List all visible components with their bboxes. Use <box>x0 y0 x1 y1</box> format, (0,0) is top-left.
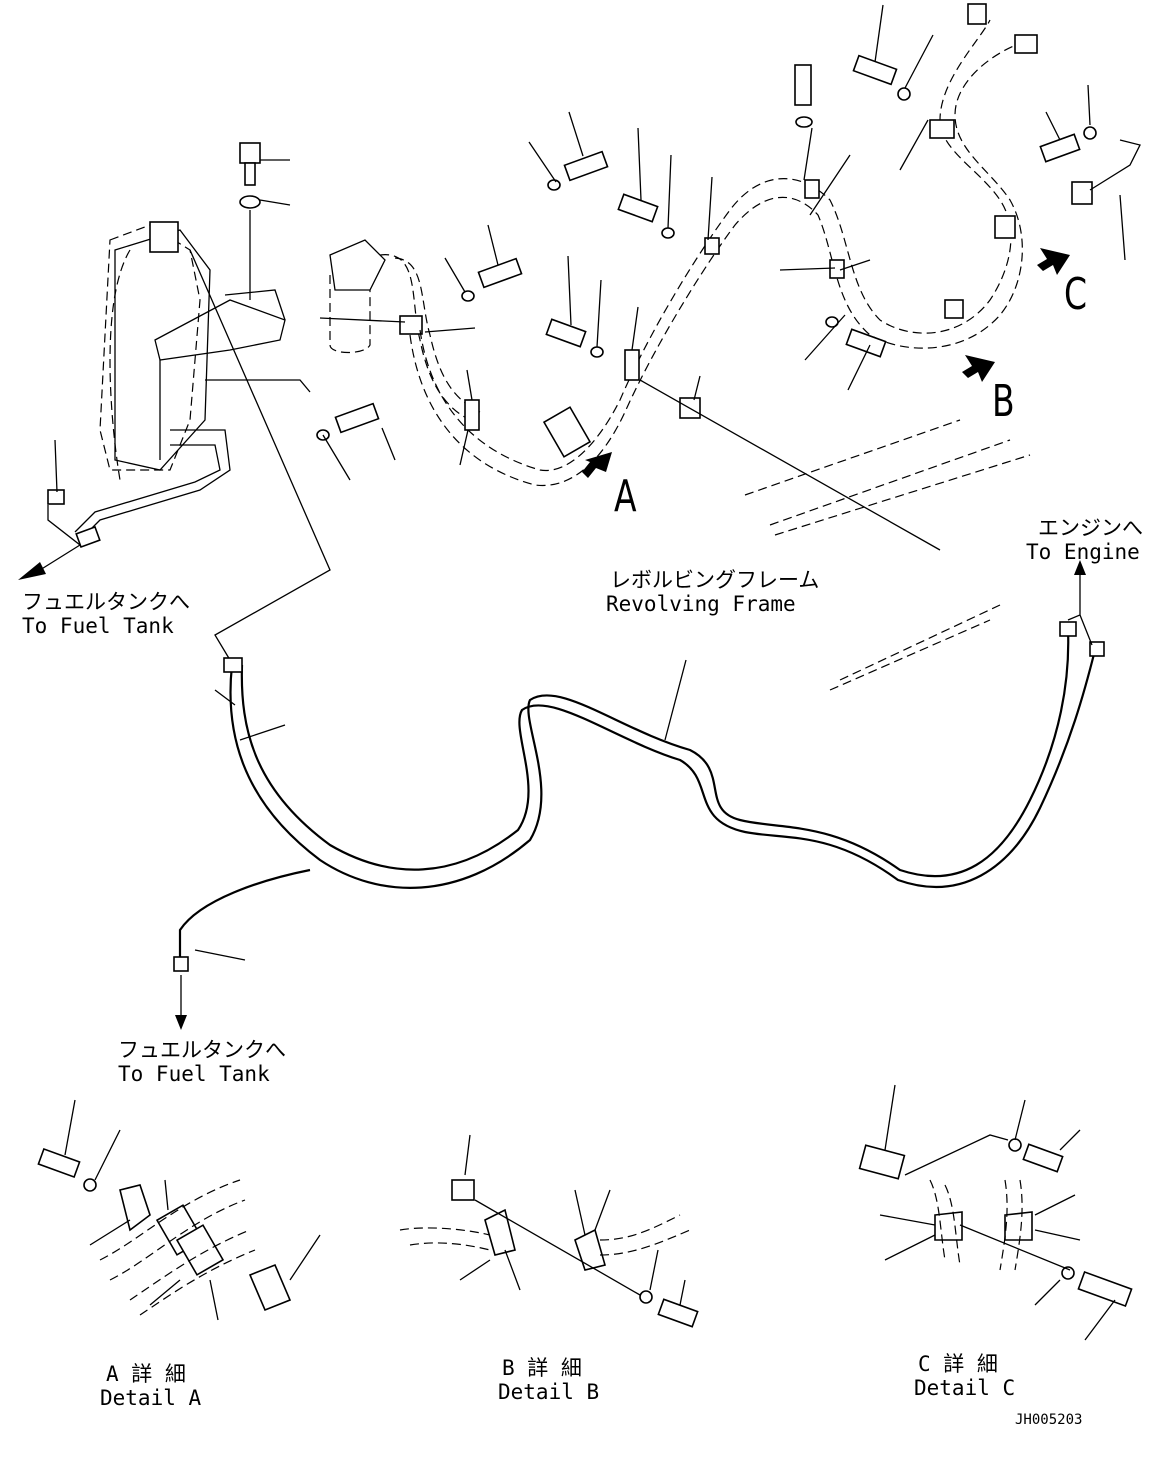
detail-c-label-jp: C 詳 細 <box>918 1352 998 1376</box>
revolving-frame-label-jp: レボルビングフレーム <box>610 568 820 592</box>
detail-b-drawing <box>399 1134 699 1328</box>
engine-label-en: To Engine <box>1026 540 1140 564</box>
detail-a-drawing <box>37 1099 321 1321</box>
detail-c-drawing <box>858 1084 1133 1341</box>
bolts-top <box>316 54 1097 441</box>
leader-lines-top <box>54 4 1126 706</box>
engine-label-jp: エンジンへ <box>1038 516 1143 540</box>
callout-b: B <box>992 376 1015 427</box>
main-pipe-run <box>409 3 1141 487</box>
bolt-top-left <box>239 142 291 300</box>
fuel-tank-label-top-en: To Fuel Tank <box>22 614 174 638</box>
detail-b-label-en: Detail B <box>498 1380 600 1404</box>
filter-bracket-assembly <box>47 221 311 549</box>
drawing-code: JH005203 <box>1015 1412 1083 1428</box>
detail-c-label-en: Detail C <box>914 1376 1016 1400</box>
revolving-frame-outline <box>744 419 1031 691</box>
callout-a: A <box>614 471 637 522</box>
detail-a-label-en: Detail A <box>100 1386 202 1410</box>
fuel-filter <box>319 239 481 421</box>
fuel-tank-label-bottom-jp: フュエルタンクへ <box>118 1038 286 1062</box>
fuel-tank-label-bottom-en: To Fuel Tank <box>118 1062 270 1086</box>
revolving-frame-label-en: Revolving Frame <box>606 592 796 616</box>
callout-c: C <box>1064 269 1088 320</box>
view-arrows <box>582 248 1070 478</box>
detail-a-label-jp: A 詳 細 <box>106 1362 186 1386</box>
direction-arrows <box>18 505 1093 1030</box>
long-hose <box>173 621 1105 972</box>
fuel-tank-label-top-jp: フュエルタンクへ <box>22 590 190 614</box>
detail-b-label-jp: B 詳 細 <box>502 1356 582 1380</box>
